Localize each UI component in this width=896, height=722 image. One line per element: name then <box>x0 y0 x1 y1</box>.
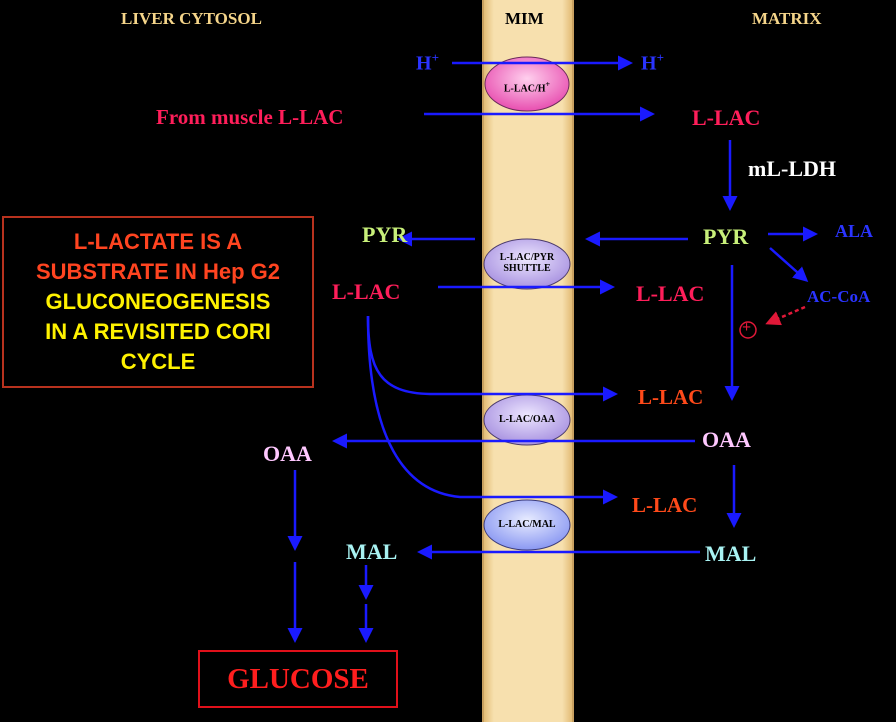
label-mal-matrix: MAL <box>705 541 757 566</box>
proton-cytosol: H+ <box>416 50 439 76</box>
carrier-label-llac-pyr-line1: L-LAC/PYR <box>499 252 555 263</box>
callout-line-5: CYCLE <box>120 349 196 374</box>
callout-line-3: GLUCONEOGENESIS <box>45 289 271 314</box>
label-ac-coa: AC-CoA <box>807 287 871 306</box>
proton-matrix-charge: + <box>656 50 664 65</box>
header-matrix: MATRIX <box>752 9 822 28</box>
carrier-label-llac-pyr-line2: SHUTTLE <box>503 263 551 274</box>
label-llac-matrix-oaa: L-LAC <box>638 385 704 409</box>
label-pyr-cytosol: PYR <box>362 222 408 247</box>
proton-cytosol-charge: + <box>431 50 439 65</box>
header-liver-cytosol: LIVER CYTOSOL <box>121 9 262 28</box>
carrier-label-llac-h-text: L-LAC/H <box>503 83 546 95</box>
carrier-label-llac-mal: L-LAC/MAL <box>498 519 556 530</box>
label-llac-matrix-mid: L-LAC <box>636 281 705 306</box>
carrier-label-llac-pyr: L-LAC/PYR SHUTTLE <box>487 252 567 274</box>
inner-mitochondrial-membrane <box>483 0 573 722</box>
arrow-llac-to-mal-shuttle <box>366 315 618 505</box>
carrier-label-llac-h: L-LAC/H+ <box>487 79 567 94</box>
label-oaa-matrix: OAA <box>702 427 751 452</box>
header-mim: MIM <box>505 9 544 28</box>
label-glucose: GLUCOSE <box>227 662 369 695</box>
callout-box: L-LACTATE IS A SUBSTRATE IN Hep G2 GLUCO… <box>2 216 314 388</box>
carrier-llac-h-symporter <box>484 56 570 112</box>
callout-line-1: L-LACTATE IS A <box>73 229 243 254</box>
label-ala: ALA <box>835 221 874 241</box>
label-llac-cytosol: L-LAC <box>332 279 401 304</box>
proton-matrix-symbol: H <box>641 52 657 75</box>
proton-matrix: H+ <box>641 50 664 76</box>
glucose-box: GLUCOSE <box>198 650 398 708</box>
activation-plus-circle <box>739 321 757 339</box>
label-mal-cytosol: MAL <box>346 539 398 564</box>
activation-plus-sign: + <box>742 319 752 336</box>
label-ml-ldh: mL-LDH <box>748 156 836 181</box>
proton-cytosol-symbol: H <box>416 52 432 75</box>
label-from-muscle-llac: From muscle L-LAC <box>156 105 344 129</box>
label-pyr-matrix: PYR <box>703 224 749 249</box>
carrier-llac-pyr-shuttle <box>483 238 571 290</box>
label-llac-matrix-top: L-LAC <box>692 105 761 130</box>
callout-line-2: SUBSTRATE IN Hep G2 <box>35 259 281 284</box>
callout-line-4: IN A REVISITED CORI <box>45 319 271 344</box>
arrow-pyr-to-accoa <box>769 247 809 282</box>
arrow-accoa-activation <box>765 305 806 326</box>
label-llac-matrix-mal: L-LAC <box>632 493 698 517</box>
label-oaa-cytosol: OAA <box>263 441 312 466</box>
carrier-label-llac-h-sup: + <box>545 80 551 89</box>
carrier-label-llac-oaa: L-LAC/OAA <box>498 414 556 425</box>
carrier-llac-mal-shuttle <box>483 499 571 551</box>
